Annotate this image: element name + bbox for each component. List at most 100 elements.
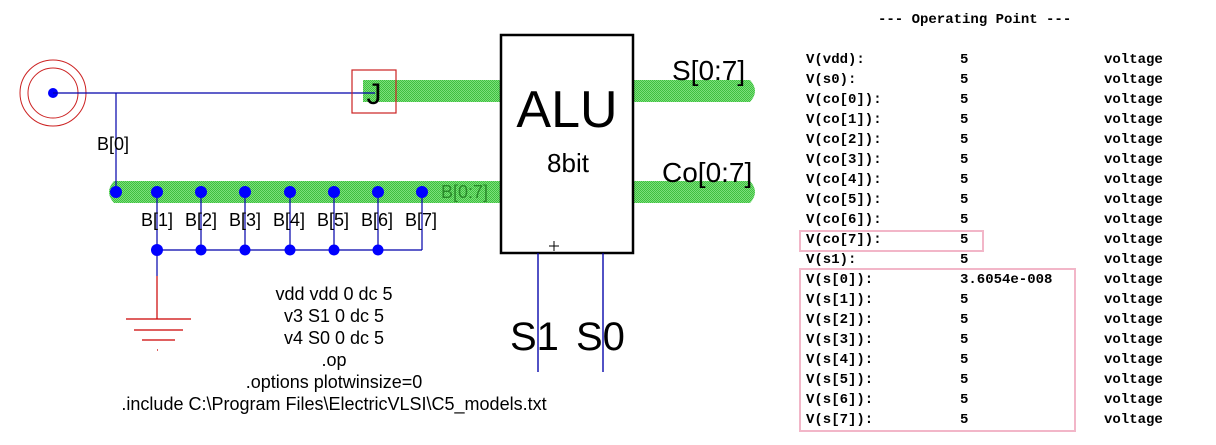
tap-label-b6: B[6] (361, 210, 393, 230)
op-name: V(co[0]): (806, 92, 882, 108)
bus-export-j[interactable] (363, 80, 500, 102)
ground-icon[interactable] (126, 276, 191, 351)
op-value: 5 (960, 232, 969, 248)
tap-label-b4: B[4] (273, 210, 305, 230)
spice-code-line: vdd vdd 0 dc 5 (275, 284, 392, 304)
tap-label-b7: B[7] (405, 210, 437, 230)
op-name: V(co[3]): (806, 152, 882, 168)
tap-label-b5: B[5] (317, 210, 349, 230)
select-s1-label: S1 (510, 315, 559, 359)
tap-labels: B[1]B[2]B[3]B[4]B[5]B[6]B[7] (141, 210, 437, 230)
op-name: V(co[2]): (806, 132, 882, 148)
tap-label-b0: B[0] (97, 134, 129, 154)
op-row: V(co[2]): 5 voltage (806, 132, 1206, 152)
op-name: V(vdd): (806, 52, 865, 68)
op-row: V(s[1]): 5 voltage (806, 292, 1206, 312)
op-value: 5 (960, 92, 969, 108)
alu-center-cross (549, 241, 559, 251)
op-value: 5 (960, 352, 969, 368)
op-name: V(s[7]): (806, 412, 874, 428)
bus-sum-output[interactable] (634, 80, 755, 102)
op-unit: voltage (1104, 52, 1163, 68)
op-unit: voltage (1104, 252, 1163, 268)
op-name: V(co[1]): (806, 112, 882, 128)
op-value: 5 (960, 132, 969, 148)
op-name: V(co[5]): (806, 192, 882, 208)
export-j-box[interactable] (351, 69, 397, 114)
bus-in-label: B[0:7] (441, 182, 488, 202)
op-name: V(s[6]): (806, 392, 874, 408)
op-name: V(co[6]): (806, 212, 882, 228)
op-value: 5 (960, 212, 969, 228)
op-unit: voltage (1104, 152, 1163, 168)
op-value: 5 (960, 112, 969, 128)
tap-label-b2: B[2] (185, 210, 217, 230)
op-name: V(s1): (806, 252, 857, 268)
op-name: V(co[7]): (806, 232, 882, 248)
op-unit: voltage (1104, 192, 1163, 208)
op-name: V(s[4]): (806, 352, 874, 368)
op-unit: voltage (1104, 72, 1163, 88)
op-unit: voltage (1104, 232, 1163, 248)
op-value: 5 (960, 152, 969, 168)
spice-code-line: .options plotwinsize=0 (246, 372, 423, 392)
op-row: V(co[6]): 5 voltage (806, 212, 1206, 232)
op-row: V(co[5]): 5 voltage (806, 192, 1206, 212)
op-value: 5 (960, 292, 969, 308)
op-value: 5 (960, 372, 969, 388)
op-unit: voltage (1104, 412, 1163, 428)
highlight-s-bits (799, 268, 1076, 432)
op-name: V(s[1]): (806, 292, 874, 308)
op-name: V(s0): (806, 72, 857, 88)
op-value: 5 (960, 192, 969, 208)
alu-title: ALU (516, 81, 617, 139)
op-unit: voltage (1104, 112, 1163, 128)
alu-subtitle: 8bit (547, 148, 590, 178)
op-row: V(co[4]): 5 voltage (806, 172, 1206, 192)
op-value: 5 (960, 72, 969, 88)
op-unit: voltage (1104, 292, 1163, 308)
bus-tap-dots (110, 186, 428, 256)
op-name: V(s[0]): (806, 272, 874, 288)
op-unit: voltage (1104, 332, 1163, 348)
tap-label-b1: B[1] (141, 210, 173, 230)
select-wires (537, 253, 604, 372)
carry-bus-label: Co[0:7] (662, 157, 752, 188)
spice-code-block[interactable]: vdd vdd 0 dc 5v3 S1 0 dc 5v4 S0 0 dc 5 .o… (121, 284, 546, 415)
op-name: V(co[4]): (806, 172, 882, 188)
spice-code-line: v3 S1 0 dc 5 (284, 306, 384, 326)
op-row: V(vdd): 5 voltage (806, 52, 1206, 72)
op-value: 5 (960, 312, 969, 328)
highlight-co7 (799, 230, 984, 252)
op-row: V(co[3]): 5 voltage (806, 152, 1206, 172)
op-value: 3.6054e-008 (960, 272, 1053, 288)
op-row: V(co[1]): 5 voltage (806, 112, 1206, 132)
op-name: V(s[5]): (806, 372, 874, 388)
op-value: 5 (960, 392, 969, 408)
op-row: V(s[4]): 5 voltage (806, 352, 1206, 372)
op-value: 5 (960, 172, 969, 188)
bus-carry-output[interactable] (634, 181, 755, 203)
export-j-label: J (367, 78, 382, 111)
alu-block[interactable]: ALU 8bit (499, 33, 635, 255)
op-unit: voltage (1104, 352, 1163, 368)
op-value: 5 (960, 332, 969, 348)
op-unit: voltage (1104, 132, 1163, 148)
op-unit: voltage (1104, 172, 1163, 188)
operating-point-title: --- Operating Point --- (878, 12, 1072, 28)
op-unit: voltage (1104, 312, 1163, 328)
sum-bus-label: S[0:7] (672, 55, 745, 86)
spice-code-line: v4 S0 0 dc 5 (284, 328, 384, 348)
op-value: 5 (960, 52, 969, 68)
op-unit: voltage (1104, 212, 1163, 228)
bus-b-input[interactable] (109, 181, 500, 203)
op-row: V(s0): 5 voltage (806, 72, 1206, 92)
